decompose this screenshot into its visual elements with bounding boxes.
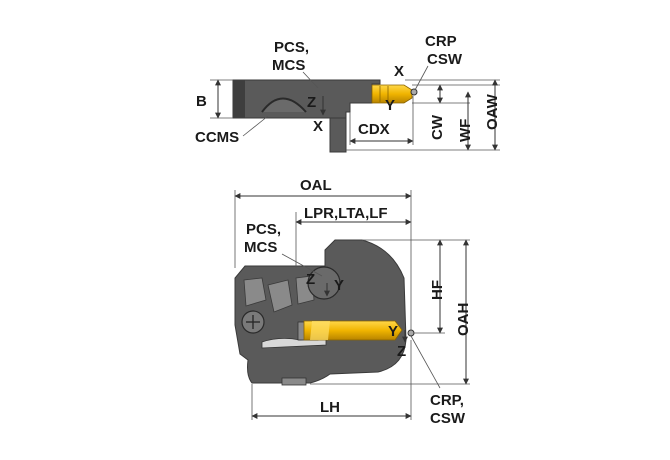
top-axis-x-upper: X xyxy=(394,63,404,80)
bottom-ridge xyxy=(281,377,307,386)
top-pcs-label: PCS, xyxy=(274,39,309,56)
top-axis-x-lower: X xyxy=(313,118,323,135)
top-cdx-label: CDX xyxy=(358,121,390,138)
bottom-mcs-label: MCS xyxy=(244,239,277,256)
bottom-csw-label: CSW xyxy=(430,410,466,427)
top-crp-point xyxy=(410,88,418,96)
coolant-port xyxy=(307,266,341,300)
bottom-lh-label: LH xyxy=(320,399,340,416)
top-pcs-leader xyxy=(302,71,319,89)
top-csw-label: CSW xyxy=(427,51,463,68)
top-axis-z: Z xyxy=(307,94,316,111)
top-crp-leader xyxy=(414,65,429,91)
top-ccms-leader xyxy=(242,115,269,137)
coolant-arc xyxy=(261,97,307,113)
top-insert xyxy=(371,84,413,104)
body-pocket-1 xyxy=(243,277,267,307)
top-ccms-label: CCMS xyxy=(195,129,239,146)
bottom-pcs-leader xyxy=(281,253,323,277)
bottom-crp-label: CRP, xyxy=(430,392,464,409)
top-view: PCS, MCS CRP CSW Z X Y X B CCMS CDX CW xyxy=(195,33,501,153)
bottom-axis-y-lower: Y xyxy=(388,323,398,340)
bottom-tool-body xyxy=(234,239,407,386)
top-body-end-face xyxy=(233,80,245,118)
top-axis-y: Y xyxy=(385,97,395,114)
top-crp-label: CRP xyxy=(425,33,457,50)
body-pocket-2 xyxy=(267,279,293,313)
bottom-oal-label: OAL xyxy=(300,177,332,194)
bottom-oah-label: OAH xyxy=(455,303,472,336)
top-cw-label: CW xyxy=(429,114,446,140)
top-oaw-label: OAW xyxy=(484,93,501,130)
top-mcs-label: MCS xyxy=(272,57,305,74)
bottom-crp-point xyxy=(407,329,415,337)
top-tool-body xyxy=(232,79,381,153)
top-wf-label: WF xyxy=(457,119,474,142)
top-b-label: B xyxy=(196,93,207,110)
bottom-hf-label: HF xyxy=(429,280,446,300)
bottom-axis-z-upper: Z xyxy=(306,271,315,288)
bottom-pcs-label: PCS, xyxy=(246,221,281,238)
body-slot xyxy=(261,337,327,349)
bottom-axis-y-upper: Y xyxy=(334,277,344,294)
bottom-crp-leader xyxy=(410,335,441,389)
bottom-lpr-label: LPR,LTA,LF xyxy=(304,205,388,222)
bottom-insert xyxy=(303,320,403,341)
bottom-axis-z-lower: Z xyxy=(397,343,406,360)
bottom-view: OAL LPR,LTA,LF PCS, MCS Z Y Y Z HF OAH L… xyxy=(234,177,472,427)
